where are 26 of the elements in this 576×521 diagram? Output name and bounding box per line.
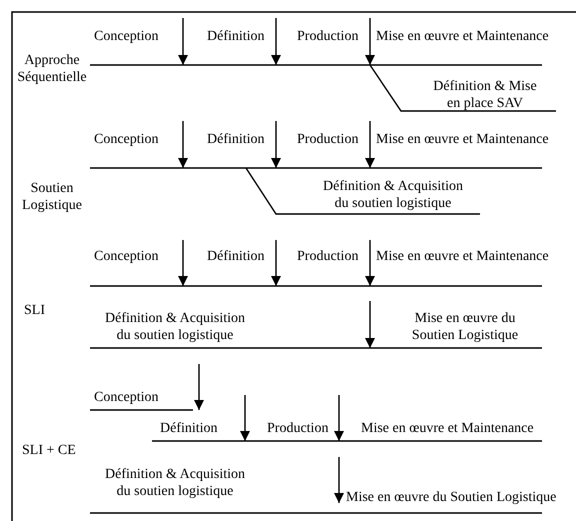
phase-label: Production (297, 248, 358, 265)
phase-label: Définition (207, 131, 265, 148)
phase-label: Production (297, 28, 358, 45)
phase-label: Définition (160, 420, 218, 437)
phase-label: Mise en œuvre et Maintenance (361, 420, 534, 437)
phase-label: Mise en œuvre du Soutien Logistique (346, 489, 556, 506)
row-title: Approche Séquentielle (16, 52, 88, 86)
phase-label: Mise en œuvre et Maintenance (376, 28, 549, 45)
phase-label: Conception (94, 131, 159, 148)
phase-label: Mise en œuvre et Maintenance (376, 131, 549, 148)
phase-label: Production (297, 131, 358, 148)
row-title: Soutien Logistique (21, 180, 83, 214)
row-title: SLI + CE (22, 442, 76, 459)
phase-label: Production (267, 420, 328, 437)
phase-label: Mise en œuvre et Maintenance (376, 248, 549, 265)
phase-label: Définition & Acquisition du soutien logistique (104, 466, 246, 500)
phase-label: Mise en œuvre du Soutien Logistique (410, 310, 520, 344)
phase-label: Conception (94, 389, 159, 406)
phase-label: Définition (207, 248, 265, 265)
phase-label: Définition & Acquisition du soutien logistique (322, 178, 464, 212)
row-title: SLI (24, 302, 45, 319)
phase-label: Définition & Mise en place SAV (432, 78, 538, 112)
phase-label: Définition & Acquisition du soutien logistique (104, 310, 246, 344)
phase-label: Définition (207, 28, 265, 45)
phase-label: Conception (94, 248, 159, 265)
phase-label: Conception (94, 28, 159, 45)
